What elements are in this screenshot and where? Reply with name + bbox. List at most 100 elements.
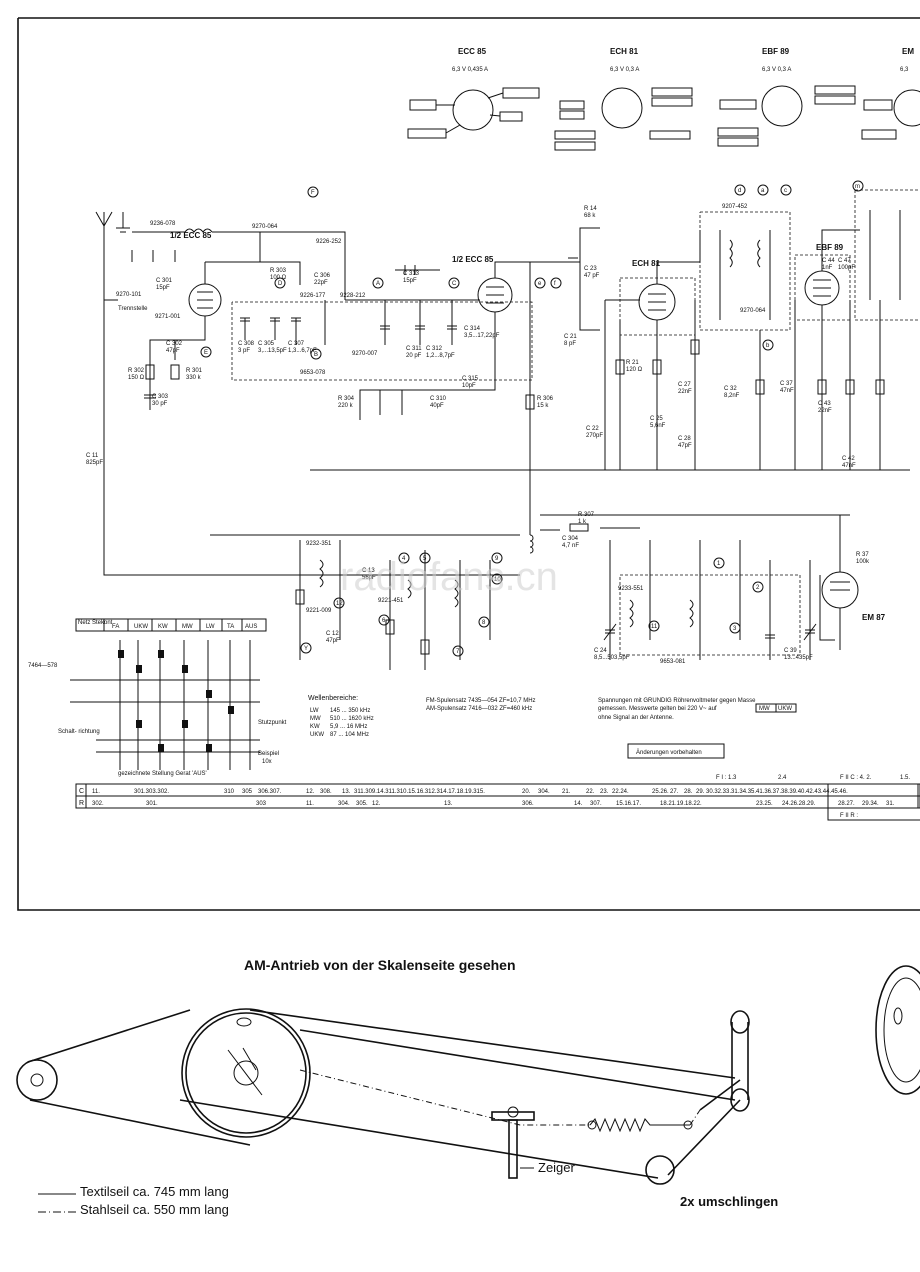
svg-text:22.24.: 22.24.: [612, 789, 629, 795]
svg-text:304.: 304.: [338, 801, 350, 807]
tube-pinout-ebf89: EBF 89 6,3 V 0,3 A: [717, 47, 856, 147]
svg-text:FA: FA: [112, 624, 119, 630]
svg-text:R 302: R 302: [128, 368, 145, 374]
svg-text:220 k: 220 k: [338, 403, 354, 409]
svg-text:C: C: [452, 281, 457, 287]
svg-text:m: m: [855, 184, 860, 190]
svg-text:C 307: C 307: [288, 341, 305, 347]
fm-coil-note: FM-Spulensatz 7435—054 ZF=10,7 MHz: [426, 698, 536, 704]
svg-text:EBF 89: EBF 89: [762, 47, 790, 56]
svg-text:AUS: AUS: [245, 624, 257, 630]
svg-text:8: 8: [482, 620, 486, 626]
svg-text:9270-101: 9270-101: [116, 292, 142, 298]
svg-text:27.: 27.: [670, 789, 679, 795]
svg-text:330 k: 330 k: [186, 375, 202, 381]
svg-text:304.: 304.: [538, 789, 550, 795]
tube-pinout-em: EM 6,3: [861, 47, 920, 140]
svg-text:7: 7: [456, 649, 460, 655]
svg-text:F: F: [311, 190, 315, 196]
svg-text:9653-081: 9653-081: [660, 659, 686, 665]
wrap-label: 2x umschlingen: [680, 1194, 778, 1209]
svg-text:C 305: C 305: [258, 341, 275, 347]
svg-text:Trennstelle: Trennstelle: [118, 306, 148, 312]
svg-text:21.: 21.: [562, 789, 571, 795]
svg-text:9226-252: 9226-252: [316, 239, 342, 245]
svg-text:1/2 ECC 85: 1/2 ECC 85: [452, 255, 494, 264]
svg-text:145 ... 350 kHz: 145 ... 350 kHz: [330, 708, 370, 714]
svg-text:9221-009: 9221-009: [306, 608, 332, 614]
svg-text:C 37: C 37: [780, 381, 793, 387]
svg-text:100pF: 100pF: [838, 265, 855, 271]
svg-text:R 21: R 21: [626, 360, 639, 366]
svg-text:1/2 ECC 85: 1/2 ECC 85: [170, 231, 212, 240]
svg-text:R 301: R 301: [186, 368, 203, 374]
deflection-pulley: [730, 1010, 750, 1112]
pointer-label: Zeiger: [538, 1160, 576, 1175]
svg-text:9228-212: 9228-212: [340, 293, 366, 299]
svg-text:R 307: R 307: [578, 512, 595, 518]
tension-spring: [589, 1117, 690, 1133]
svg-text:LW: LW: [310, 708, 319, 714]
svg-text:TA: TA: [227, 624, 234, 630]
svg-text:R 306: R 306: [537, 396, 554, 402]
svg-text:12.: 12.: [306, 789, 315, 795]
svg-text:47 pF: 47 pF: [584, 273, 600, 279]
left-pulley: [16, 1059, 58, 1101]
svg-text:C 313: C 313: [403, 271, 420, 277]
svg-text:25.26.: 25.26.: [652, 789, 669, 795]
dial-drum: [181, 1008, 311, 1138]
svg-text:41.36.37.38.39.40.42.43.44.45.: 41.36.37.38.39.40.42.43.44.45.46.: [756, 789, 848, 795]
svg-text:F II R :: F II R :: [840, 813, 858, 819]
svg-text:C 25: C 25: [650, 416, 663, 422]
svg-text:306.: 306.: [522, 801, 534, 807]
svg-text:E: E: [204, 350, 208, 356]
svg-text:KW: KW: [158, 624, 168, 630]
schematic-frame: [17, 17, 920, 911]
svg-text:5,9 ... 16 MHz: 5,9 ... 16 MHz: [330, 724, 367, 730]
svg-text:ECH 81: ECH 81: [632, 259, 661, 268]
svg-text:4: 4: [402, 556, 406, 562]
svg-text:F II C : 4. 2.: F II C : 4. 2.: [840, 775, 872, 781]
svg-text:Wellenbereiche:: Wellenbereiche:: [308, 695, 358, 702]
svg-text:15.16.17.: 15.16.17.: [616, 801, 641, 807]
svg-text:C 314: C 314: [464, 326, 481, 332]
svg-text:C 11: C 11: [86, 453, 99, 459]
svg-text:C 27: C 27: [678, 382, 691, 388]
dial-pointer: [491, 1106, 535, 1179]
tube-pinout-ecc85: ECC 85 6,3 V 0,435 A: [407, 47, 540, 139]
svg-text:ECH 81: ECH 81: [610, 47, 639, 56]
svg-text:Y: Y: [304, 646, 308, 652]
svg-text:150 Ω: 150 Ω: [128, 375, 145, 381]
svg-text:13.: 13.: [342, 789, 351, 795]
svg-text:3,...13,5pF: 3,...13,5pF: [258, 348, 287, 354]
reference-markers: A B C D E F Y a b c d e f m 1 2 3 4 5 6 …: [200, 180, 864, 657]
svg-text:12: 12: [336, 601, 343, 607]
svg-text:120 Ω: 120 Ω: [626, 367, 643, 373]
svg-text:8,2nF: 8,2nF: [724, 393, 740, 399]
svg-text:Stutzpunkt: Stutzpunkt: [258, 720, 287, 726]
svg-text:1 k: 1 k: [578, 519, 587, 525]
svg-text:30.32.33.31.34.35.: 30.32.33.31.34.35.: [706, 789, 756, 795]
svg-text:F I : 1.3: F I : 1.3: [716, 775, 737, 781]
svg-text:47pF: 47pF: [678, 443, 692, 449]
svg-text:B: B: [314, 352, 318, 358]
svg-text:C 44: C 44: [822, 258, 835, 264]
voltage-note: Spannungen mit GRUNDIG Röhrenvoltmeter g…: [598, 698, 797, 721]
svg-text:ohne Signal an der Antenne: ohne Signal an der Antenne.: [598, 715, 674, 721]
svg-text:EBF 89: EBF 89: [816, 243, 844, 252]
svg-text:47nF: 47nF: [780, 388, 794, 394]
svg-text:9232-351: 9232-351: [306, 541, 332, 547]
svg-text:510 ... 1620 kHz: 510 ... 1620 kHz: [330, 716, 374, 722]
svg-text:14.: 14.: [574, 801, 583, 807]
svg-text:C 302: C 302: [166, 341, 183, 347]
svg-text:9653-078: 9653-078: [300, 370, 326, 376]
svg-text:C 28: C 28: [678, 436, 691, 442]
svg-text:9270-064: 9270-064: [252, 224, 278, 230]
svg-text:28.: 28.: [684, 789, 693, 795]
svg-text:C 42: C 42: [842, 456, 855, 462]
svg-text:28.27.: 28.27.: [838, 801, 855, 807]
svg-text:22nF: 22nF: [678, 389, 692, 395]
svg-text:68 k: 68 k: [584, 213, 596, 219]
svg-text:C 13: C 13: [362, 568, 375, 574]
